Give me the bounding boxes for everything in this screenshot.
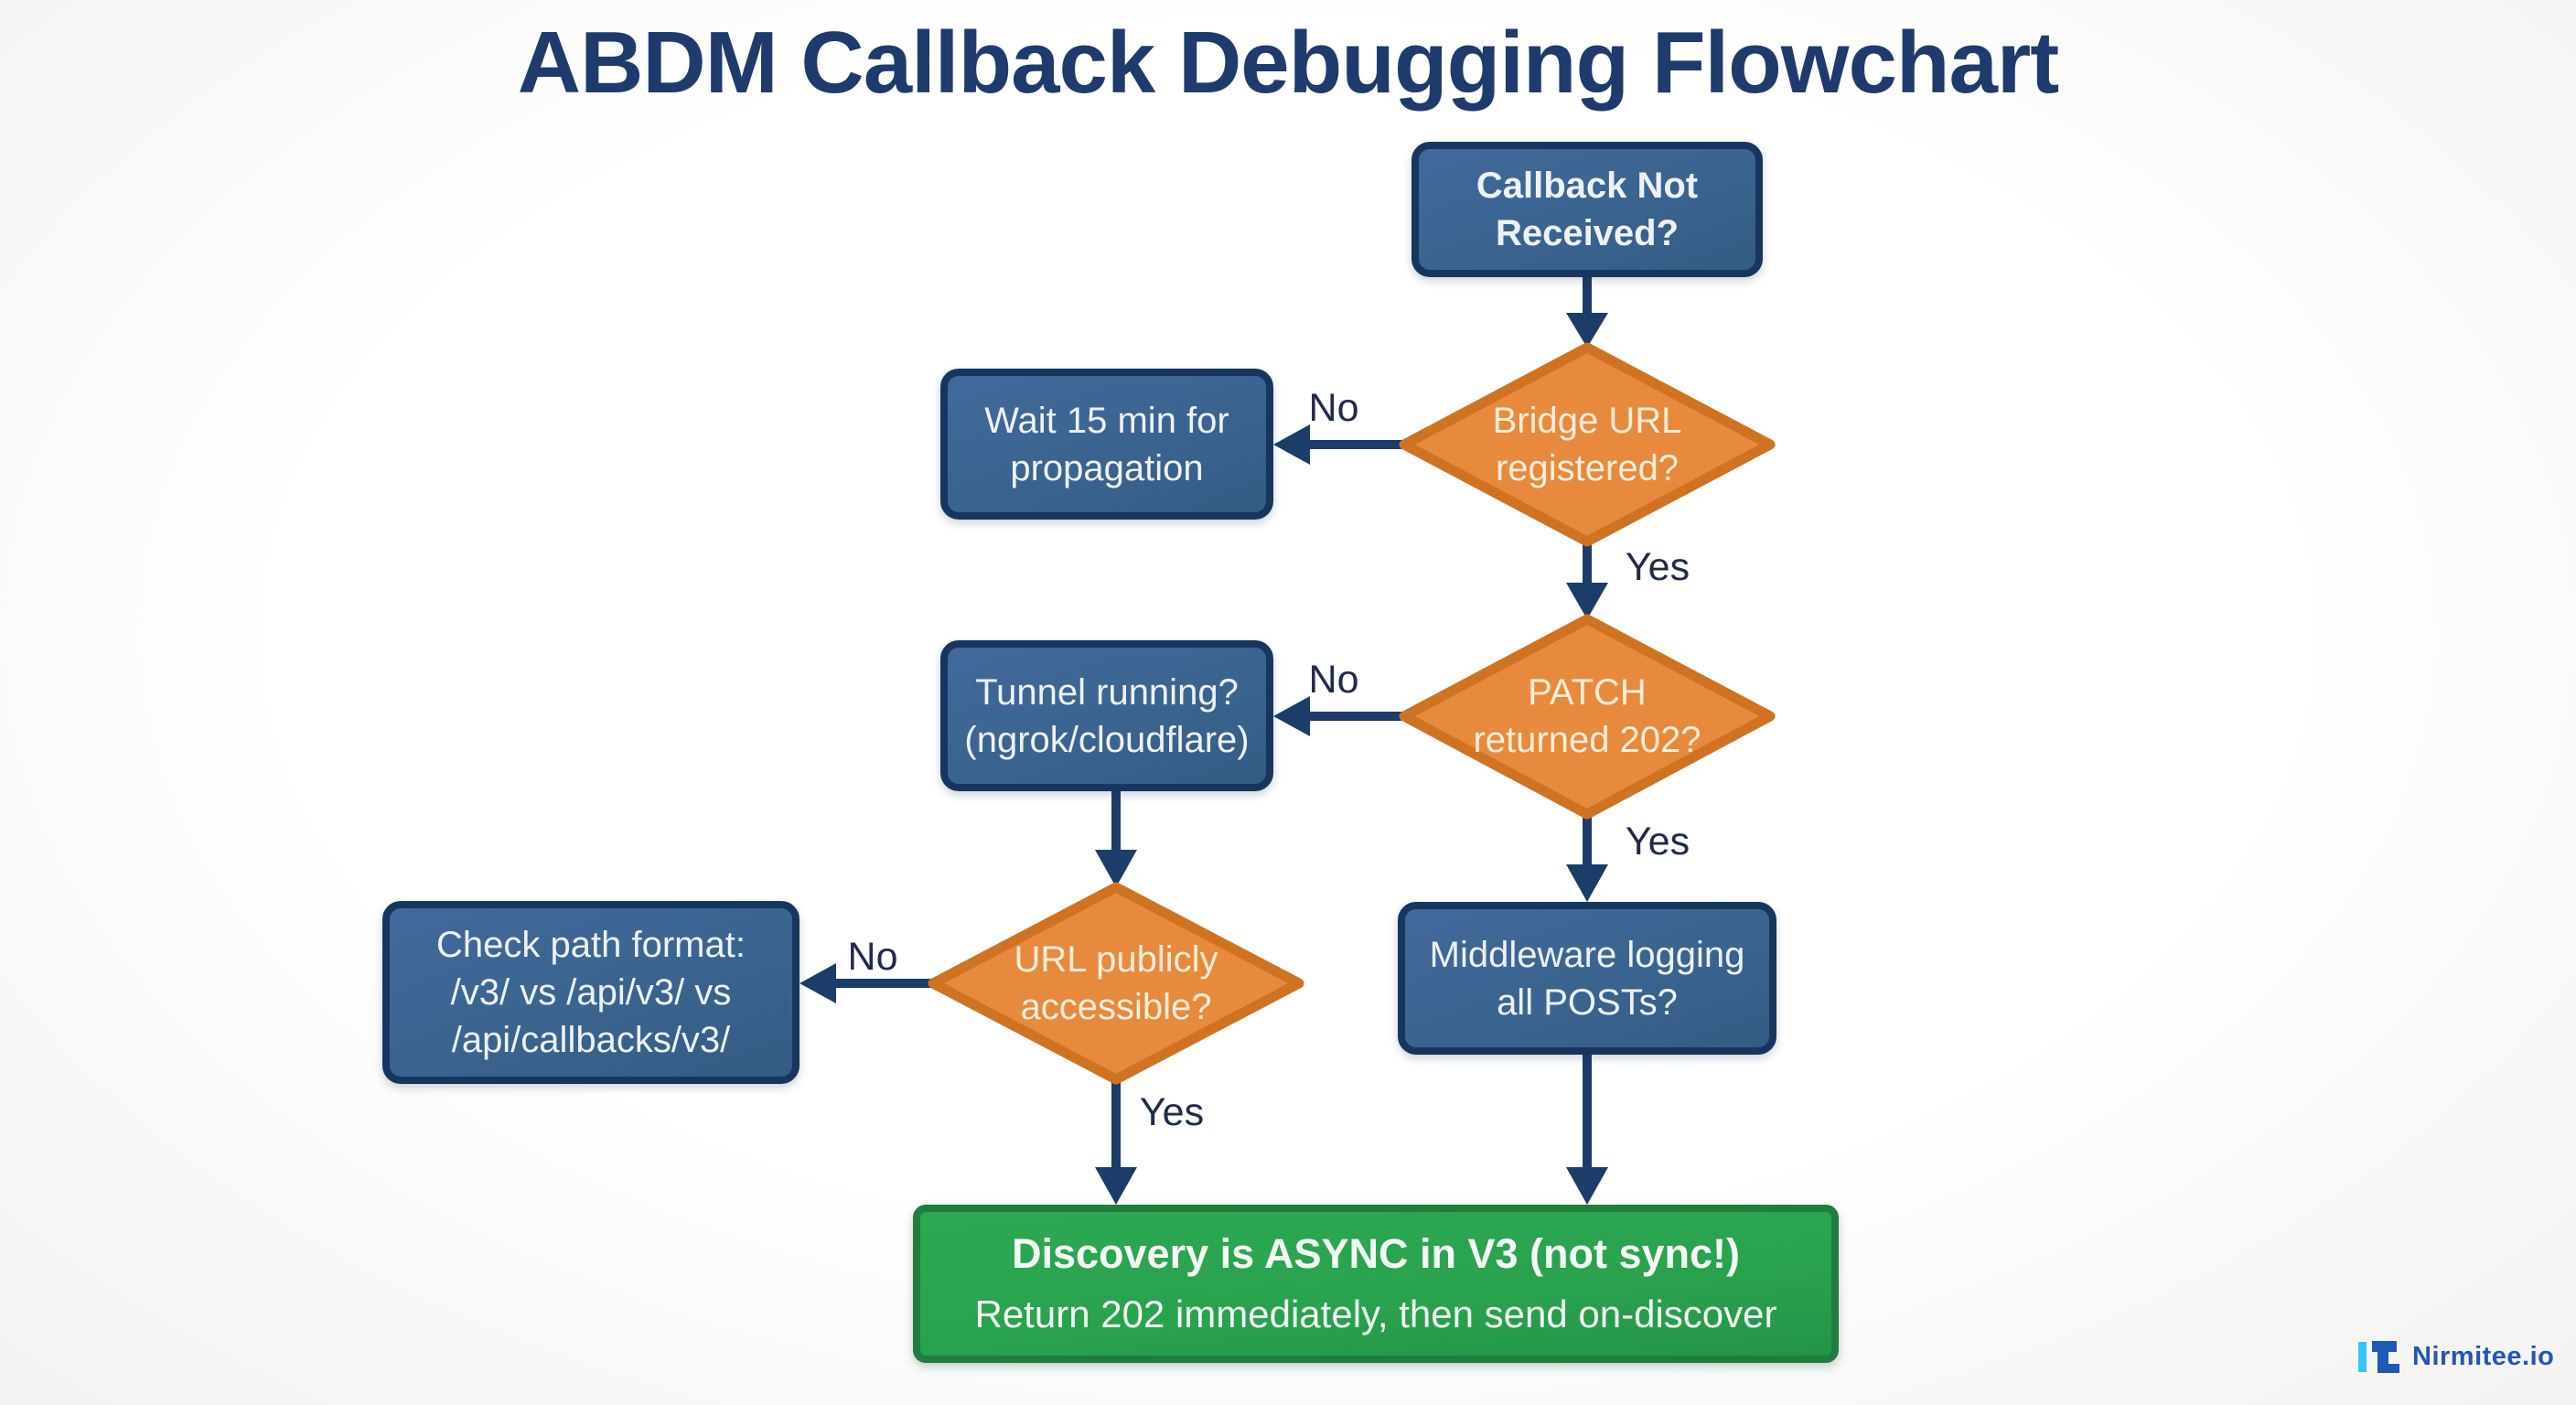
node-bridge-url-registered: Bridge URL registered? — [1450, 380, 1724, 509]
node-check-path-format: Check path format: /v3/ vs /api/v3/ vs /… — [382, 901, 800, 1084]
node-tunnel-running: Tunnel running? (ngrok/cloudflare) — [940, 640, 1273, 791]
decision-diamond-url-accessible — [928, 882, 1304, 1085]
arrowhead-start-to-bridge — [1566, 313, 1608, 348]
arrowhead-patch-no — [1273, 696, 1310, 736]
node-label-line: PATCH — [1528, 672, 1647, 713]
page-title: ABDM Callback Debugging Flowchart — [517, 14, 2059, 112]
edge-label-url-yes: Yes — [1139, 1090, 1205, 1134]
node-label-line: /api/callbacks/v3/ — [451, 1020, 731, 1060]
arrowhead-url-no — [800, 963, 836, 1003]
arrowhead-middleware-to-result — [1566, 1167, 1608, 1205]
node-label-line: propagation — [1010, 447, 1204, 488]
arrowhead-bridge-yes — [1566, 583, 1608, 619]
edge-label-bridge-no: No — [1308, 386, 1359, 430]
node-label-line: Callback Not — [1476, 166, 1699, 206]
decision-diamond-bridge-url — [1399, 342, 1776, 547]
node-label-line: registered? — [1495, 448, 1680, 488]
edge-label-bridge-yes: Yes — [1625, 545, 1690, 589]
result-headline: Discovery is ASYNC in V3 (not sync!) — [1011, 1229, 1741, 1277]
node-label-line: Check path format: — [436, 925, 746, 965]
nirmitee-logo-text: Nirmitee.io — [2412, 1342, 2555, 1371]
node-callback-not-received: Callback Not Received? — [1411, 142, 1763, 277]
node-label-line: Wait 15 min for — [984, 400, 1229, 441]
nirmitee-logo-icon — [2358, 1341, 2399, 1373]
node-label-line: Tunnel running? — [975, 671, 1239, 713]
arrowhead-url-yes — [1095, 1167, 1137, 1205]
nirmitee-logo: Nirmitee.io — [2358, 1341, 2554, 1373]
edge-label-url-no: No — [847, 935, 898, 979]
arrowhead-bridge-no — [1273, 424, 1310, 465]
result-subline: Return 202 immediately, then send on-dis… — [974, 1292, 1777, 1336]
node-discovery-async-result: Discovery is ASYNC in V3 (not sync!) Ret… — [913, 1205, 1839, 1363]
node-label-line: URL publicly — [1014, 939, 1218, 980]
node-label-line: Middleware logging — [1429, 934, 1745, 975]
edge-label-patch-yes: Yes — [1625, 820, 1690, 863]
node-label-line: /v3/ vs /api/v3/ vs — [450, 972, 732, 1013]
node-wait-15-min: Wait 15 min for propagation — [940, 369, 1273, 520]
node-middleware-logging: Middleware logging all POSTs? — [1398, 902, 1776, 1055]
node-label-line: returned 202? — [1473, 720, 1701, 760]
node-url-publicly-accessible: URL publicly accessible? — [979, 918, 1253, 1048]
node-patch-returned-202: PATCH returned 202? — [1450, 651, 1724, 781]
decision-diamond-patch-202 — [1399, 614, 1776, 820]
arrowhead-patch-yes — [1566, 864, 1608, 902]
edge-label-patch-no: No — [1308, 658, 1359, 702]
node-label-line: accessible? — [1020, 987, 1212, 1027]
arrowhead-tunnel-to-url — [1095, 850, 1137, 887]
node-label-line: Received? — [1495, 213, 1680, 253]
node-label-line: all POSTs? — [1497, 981, 1678, 1023]
node-label-line: (ngrok/cloudflare) — [964, 719, 1250, 760]
node-label-line: Bridge URL — [1492, 401, 1682, 441]
